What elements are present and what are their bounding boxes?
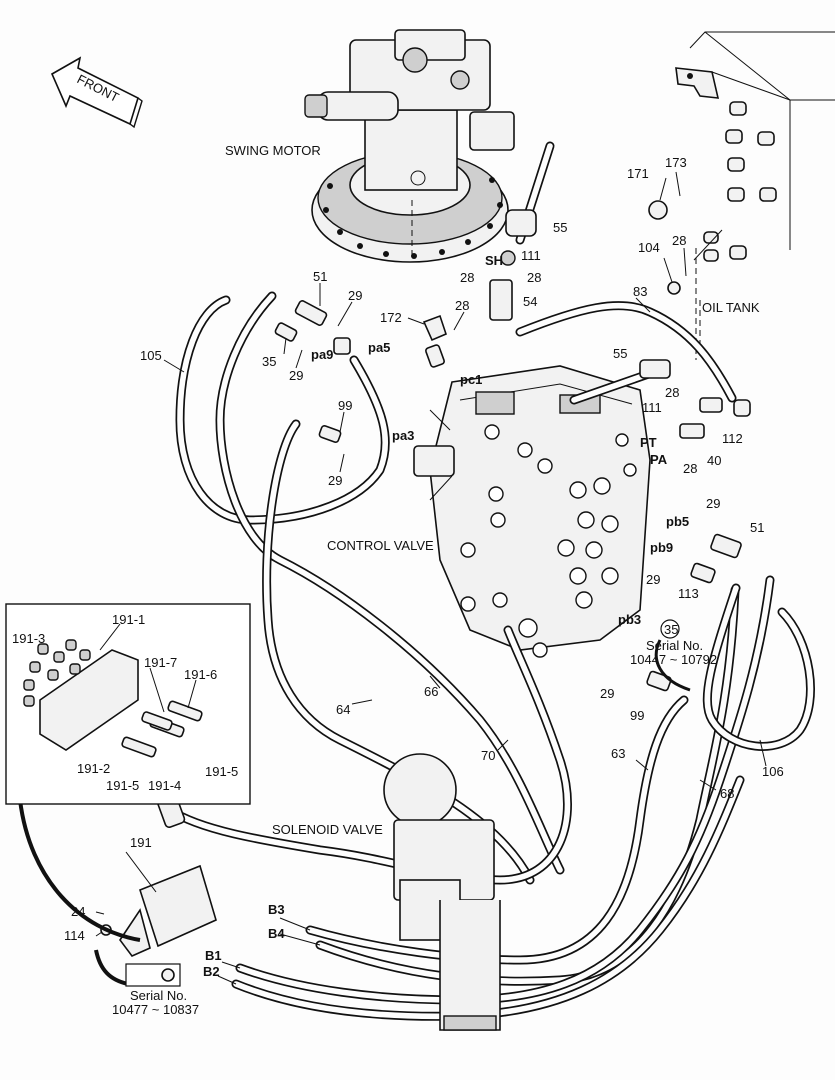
part-num: 28 <box>665 385 679 400</box>
port-pa: PA <box>650 452 668 467</box>
part-num: 28 <box>460 270 474 285</box>
port-b2: B2 <box>203 964 220 979</box>
part-num: 68 <box>720 786 734 801</box>
part-num: 51 <box>750 520 764 535</box>
part-num: 29 <box>646 572 660 587</box>
part-num: 104 <box>638 240 660 255</box>
part-num: 191-5 <box>205 764 238 779</box>
part-num: 29 <box>328 473 342 488</box>
part-num: 112 <box>722 431 743 446</box>
part-num: 28 <box>455 298 469 313</box>
part-num: 191-4 <box>148 778 181 793</box>
part-num: 66 <box>424 684 438 699</box>
swing-motor-label: SWING MOTOR <box>225 143 321 158</box>
part-num: 35 <box>262 354 276 369</box>
oil-tank-label: OIL TANK <box>702 300 760 315</box>
part-num: 29 <box>289 368 303 383</box>
part-num: 24 <box>71 904 85 919</box>
oil-tank-wall <box>675 31 835 360</box>
part-num: 111 <box>521 248 541 263</box>
part-num: 191 <box>130 835 152 850</box>
swing-motor: SWING MOTOR <box>225 29 515 263</box>
port-b3: B3 <box>268 902 285 917</box>
part-num: 114 <box>64 928 85 943</box>
labels: OIL TANK SH pa5 pa9 pa3 pc1 PT PA pb5 pb… <box>12 155 784 982</box>
part-num: 51 <box>313 269 327 284</box>
part-num: 29 <box>600 686 614 701</box>
part-num: 105 <box>140 348 162 363</box>
part-num: 99 <box>630 708 644 723</box>
port-pb5: pb5 <box>666 514 689 529</box>
part-num: 29 <box>706 496 720 511</box>
serial-label: Serial No. <box>130 988 187 1003</box>
part-num: 191-1 <box>112 612 145 627</box>
part-num: 55 <box>553 220 567 235</box>
part-num: 191-2 <box>77 761 110 776</box>
part-num: 191-3 <box>12 631 45 646</box>
port-b4: B4 <box>268 926 285 941</box>
serial-note-2: Serial No. 10477 ~ 10837 <box>112 963 199 1017</box>
port-sh: SH <box>485 253 503 268</box>
port-pb9: pb9 <box>650 540 673 555</box>
part-num: 171 <box>627 166 649 181</box>
part-num: 29 <box>348 288 362 303</box>
leader-lines <box>95 171 767 985</box>
serial-range: 10447 ~ 10792 <box>630 652 717 667</box>
port-pa5: pa5 <box>368 340 390 355</box>
port-pc1: pc1 <box>460 372 482 387</box>
part-num: 83 <box>633 284 647 299</box>
control-valve-label: CONTROL VALVE <box>327 538 434 553</box>
part-num: 63 <box>611 746 625 761</box>
part-num: 99 <box>338 398 352 413</box>
front-arrow-icon: FRONT <box>50 56 143 129</box>
part-num: 28 <box>527 270 541 285</box>
port-pb3: pb3 <box>618 612 641 627</box>
serial-range: 10477 ~ 10837 <box>112 1002 199 1017</box>
part-num: 172 <box>380 310 402 325</box>
port-pa3: pa3 <box>392 428 414 443</box>
solenoid-valve: SOLENOID VALVE <box>272 753 501 1031</box>
port-pt: PT <box>640 435 657 450</box>
port-b1: B1 <box>205 948 222 963</box>
part-num: 191-7 <box>144 655 177 670</box>
detail-inset <box>5 603 251 805</box>
solenoid-valve-label: SOLENOID VALVE <box>272 822 383 837</box>
part-num: 191-6 <box>184 667 217 682</box>
serial-marker: 35 <box>664 622 678 637</box>
serial-label: Serial No. <box>646 638 703 653</box>
part-num: 173 <box>665 155 687 170</box>
tank-ports <box>703 101 777 262</box>
part-num: 55 <box>613 346 627 361</box>
bracket-assembly <box>18 787 217 986</box>
fittings <box>274 200 751 692</box>
part-num: 64 <box>336 702 350 717</box>
part-num: 70 <box>481 748 495 763</box>
part-num: 54 <box>523 294 537 309</box>
part-num: 28 <box>683 461 697 476</box>
part-num: 28 <box>672 233 686 248</box>
part-num: 113 <box>678 586 699 601</box>
part-num: 106 <box>762 764 784 779</box>
part-num: 191-5 <box>106 778 139 793</box>
part-num: 40 <box>707 453 721 468</box>
control-valve: CONTROL VALVE <box>327 365 651 658</box>
serial-note-1: 35 Serial No. 10447 ~ 10792 <box>630 619 717 692</box>
part-num: 111 <box>642 400 662 415</box>
port-pa9: pa9 <box>311 347 333 362</box>
